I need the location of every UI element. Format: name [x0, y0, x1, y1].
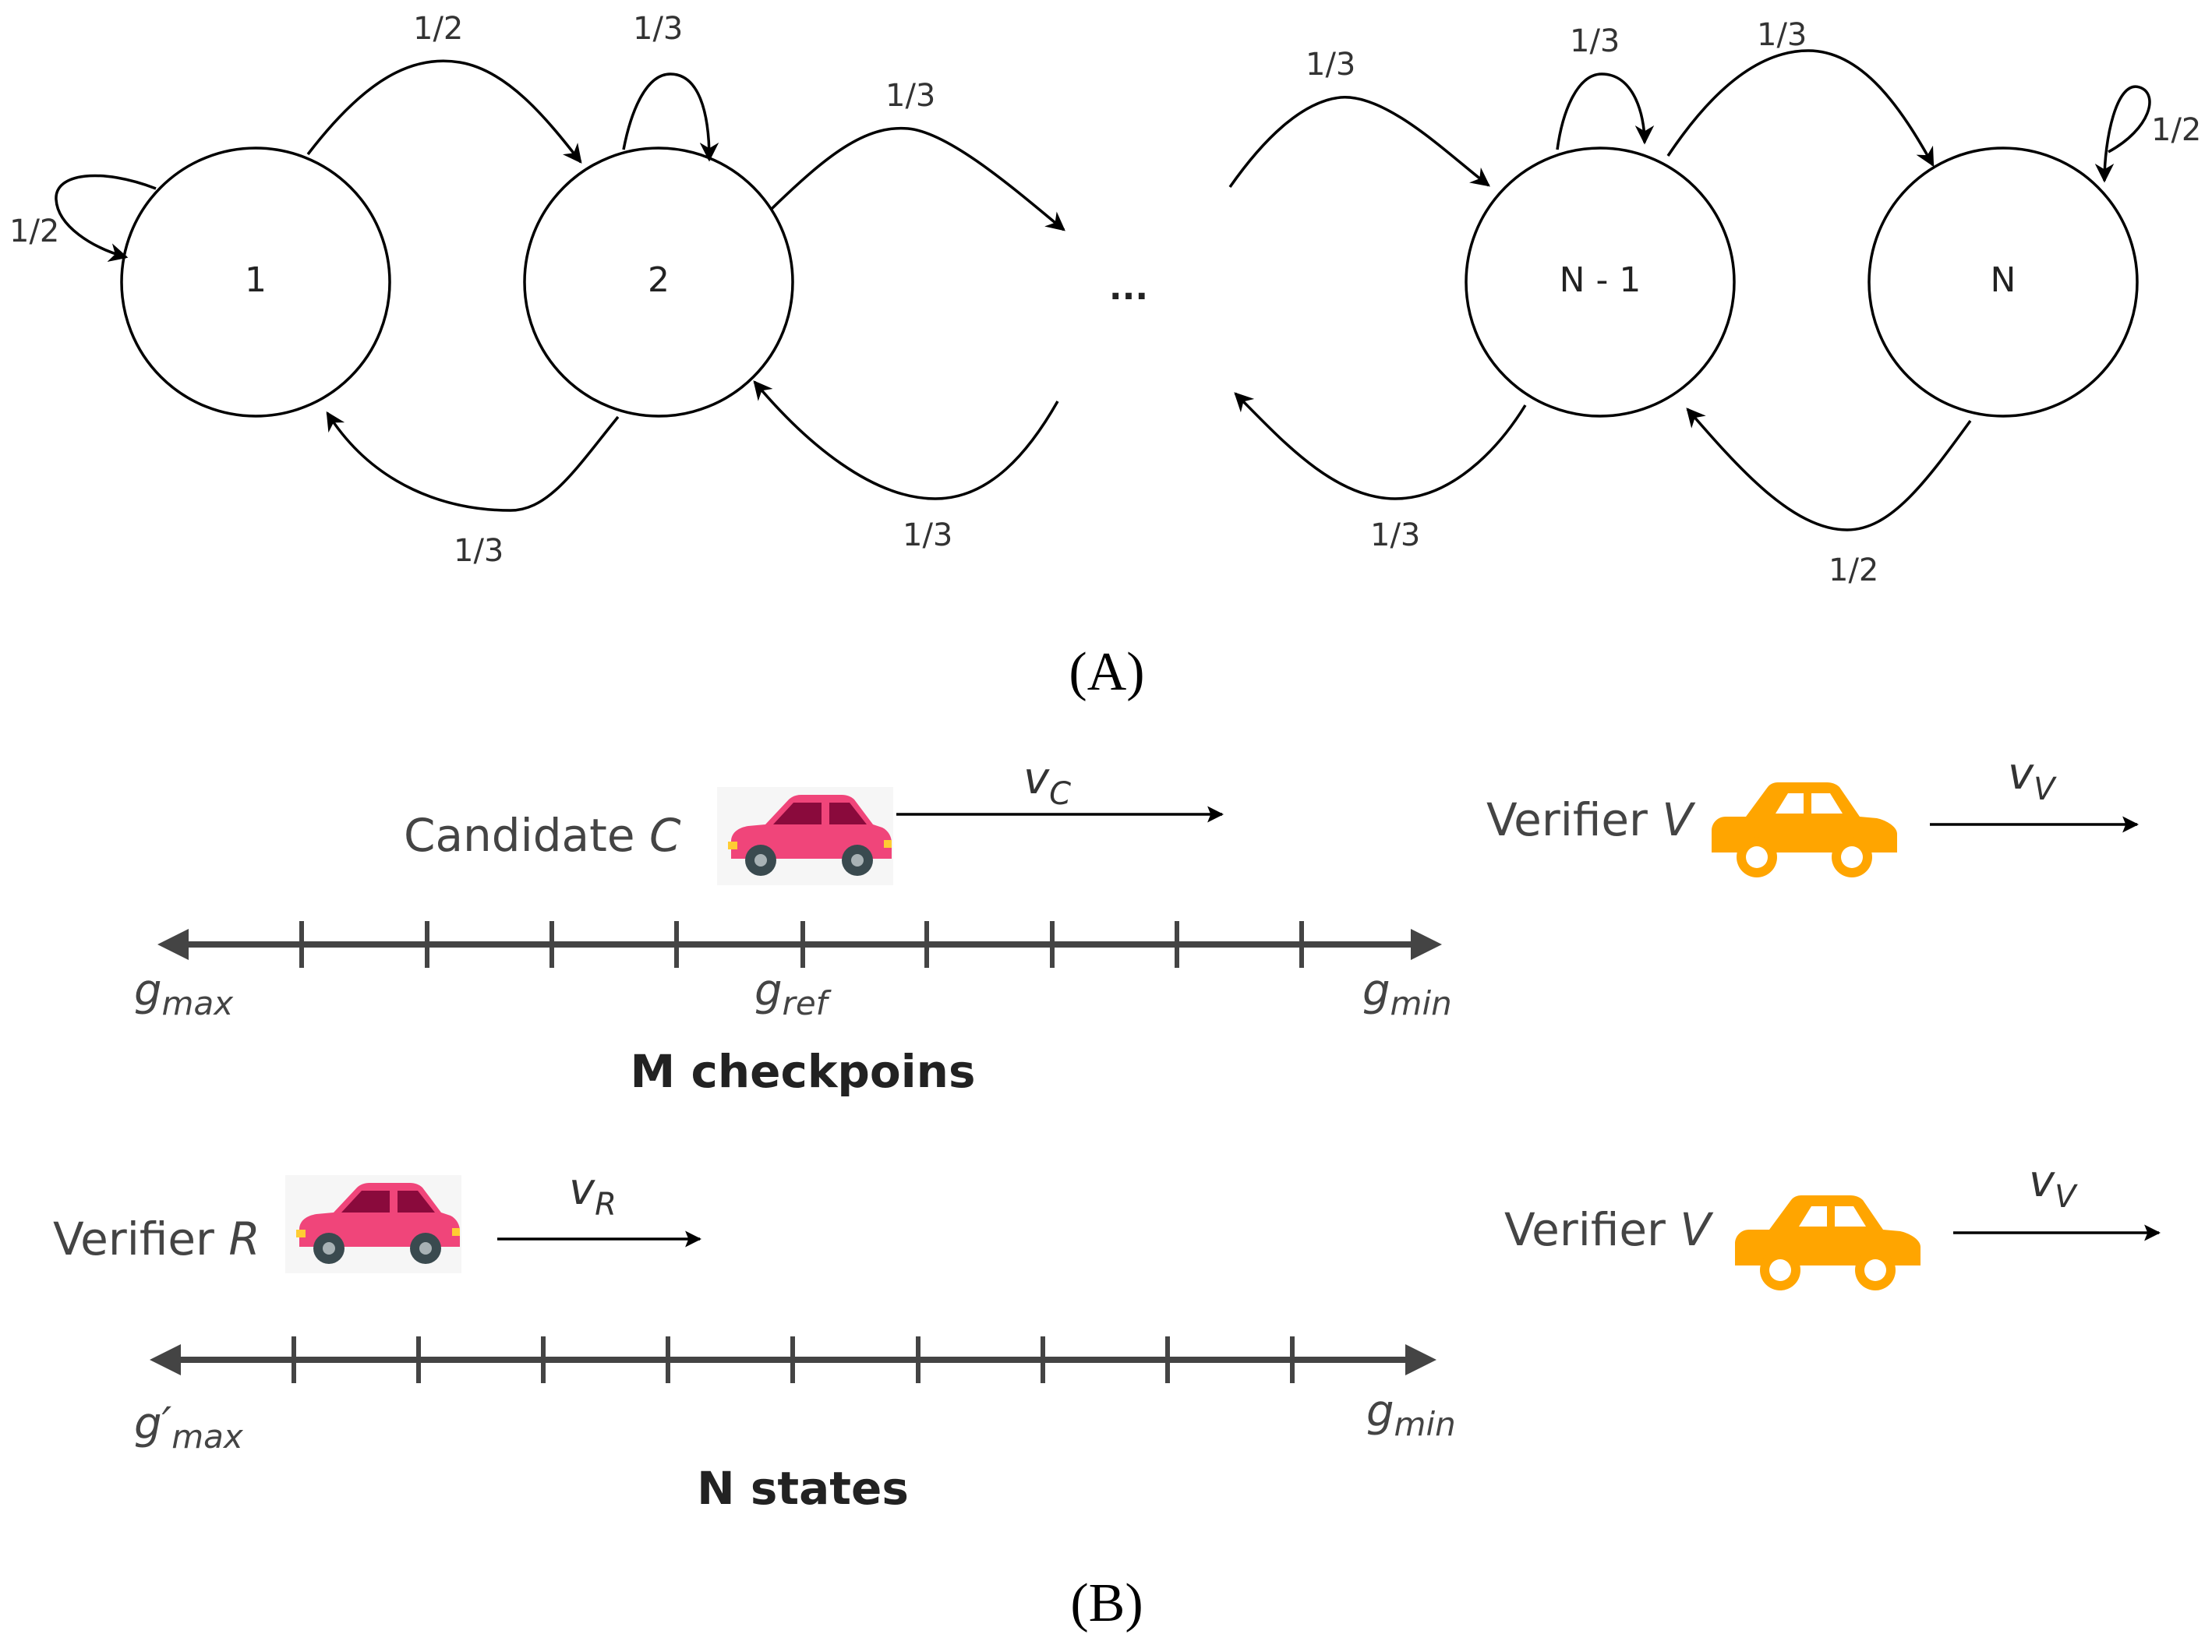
verifier-r-label: Verifier R [53, 1213, 260, 1265]
axis-label-g-max: gmax [134, 965, 234, 1022]
checkpoint-ticks [299, 921, 1304, 968]
prob-into-n-minus-1: 1/3 [1306, 47, 1355, 83]
axis-label-g-prime-max: g′max [134, 1399, 244, 1456]
edge-n-minus-1-back [1234, 392, 1527, 500]
axis-label-g-min-top: gmin [1362, 965, 1452, 1022]
state-1-label: 1 [245, 260, 267, 300]
prob-self-1: 1/2 [9, 214, 59, 249]
markov-chain-diagram: 1 2 ... N - 1 N 1/2 1/2 1/3 1/3 1/3 1/3 … [9, 11, 2201, 588]
edge-self-loop-n-visible [2094, 85, 2151, 183]
candidate-car-icon [717, 787, 893, 885]
prob-n-minus-1-back: 1/3 [1370, 517, 1420, 553]
panel-b-caption: (B) [1070, 1573, 1143, 1633]
verifier-v-car-icon-top [1712, 782, 1897, 877]
state-2-circle [523, 146, 794, 418]
axis-label-g-min-bottom: gmin [1366, 1386, 1456, 1443]
state-2-label: 2 [648, 260, 670, 300]
edge-self-loop-n-minus-1 [1556, 72, 1655, 150]
prob-2-to-1: 1/3 [454, 533, 504, 569]
edge-self-loop-1 [55, 174, 157, 263]
checkpoint-row: Candidate C vC Verifier V vV [134, 749, 2140, 1098]
edge-2-forward [770, 126, 1065, 231]
axis-label-g-ref: gref [754, 965, 832, 1022]
prob-1-to-2: 1/2 [413, 11, 463, 47]
verifier-v-label-top: Verifier V [1486, 793, 1696, 846]
edge-into-n-minus-1 [1228, 96, 1490, 189]
prob-n-minus-1-to-n: 1/3 [1757, 17, 1807, 53]
verifier-v-velocity-label-top: vV [2008, 749, 2057, 807]
verifier-v-label-bottom: Verifier V [1504, 1203, 1714, 1256]
prob-2-forward: 1/3 [885, 78, 935, 114]
panel-a-caption: (A) [1069, 642, 1144, 702]
prob-self-n-minus-1: 1/3 [1570, 23, 1620, 59]
edge-1-to-2 [306, 59, 582, 164]
verifier-r-car-icon [285, 1175, 461, 1273]
prob-n-to-n-minus-1: 1/2 [1829, 552, 1878, 588]
checkpoints-caption: M checkpoins [631, 1045, 976, 1098]
state-n-minus-1-label: N - 1 [1560, 260, 1641, 300]
candidate-label: Candidate C [404, 809, 681, 862]
states-row: Verifier R vR Verifier V vV [53, 1156, 2161, 1515]
state-n-circle [1867, 146, 2139, 418]
ellipsis-label: ... [1109, 268, 1148, 308]
edge-2-to-1 [326, 411, 620, 512]
edge-self-loop-2 [622, 72, 719, 162]
edge-n-to-n-minus-1 [1686, 408, 1972, 531]
verifier-v-car-icon-bottom [1735, 1195, 1920, 1290]
edge-n-minus-1-to-n [1666, 49, 1935, 168]
prob-self-n: 1/2 [2151, 112, 2201, 148]
states-ticks [292, 1336, 1295, 1383]
verifier-v-velocity-label-bottom: vV [2029, 1156, 2078, 1215]
edge-back-into-2 [753, 380, 1059, 500]
states-caption: N states [697, 1462, 909, 1515]
prob-self-2: 1/3 [633, 11, 683, 47]
prob-back-into-2: 1/3 [903, 517, 952, 553]
verifier-r-velocity-label: vR [569, 1164, 617, 1223]
state-n-minus-1-circle [1465, 146, 1736, 418]
candidate-velocity-label: vC [1023, 754, 1071, 812]
state-1-circle [120, 146, 391, 418]
state-n-label: N [1991, 260, 2016, 300]
